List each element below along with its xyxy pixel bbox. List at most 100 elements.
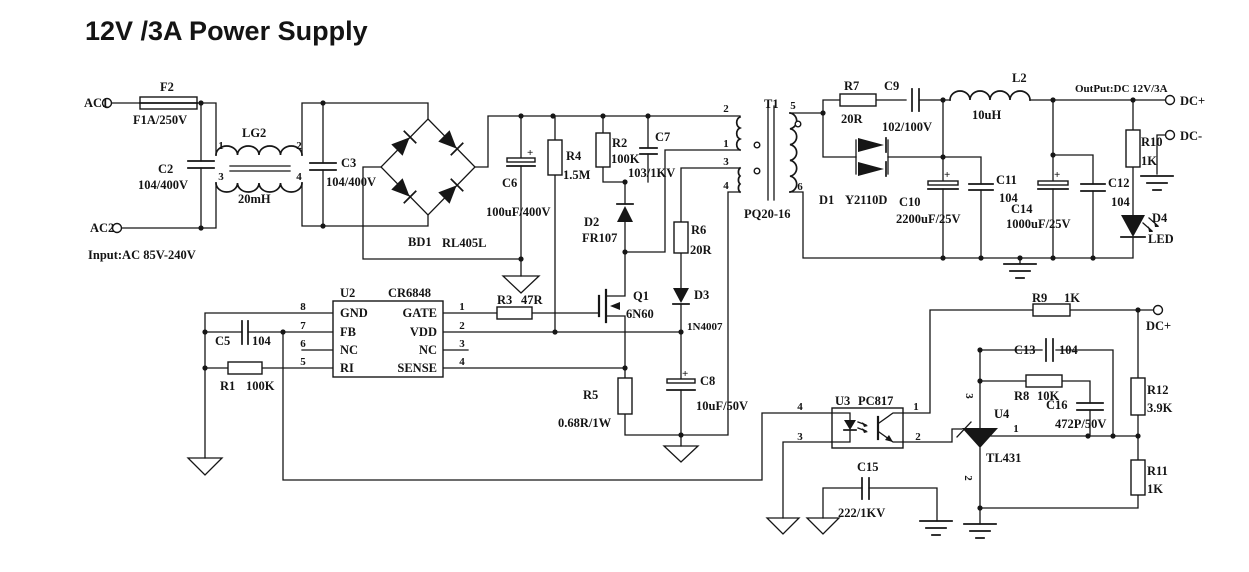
c9-ref: C9 [884, 79, 899, 93]
u2-pin-nc-left: NC [340, 343, 358, 357]
u2-num-3: 3 [459, 338, 465, 350]
ic-u2-cr6848: U2 CR6848 GND FB NC RI GATE VDD NC SENSE… [300, 286, 465, 378]
capacitor-c12: C12 104 [1080, 176, 1131, 209]
u3-ref: U3 [835, 394, 850, 408]
transformer-t1: T1 PQ20-16 2 1 3 4 5 6 [723, 97, 803, 221]
c3-ref: C3 [341, 156, 356, 170]
c9-val: 102/100V [882, 120, 932, 134]
d1-val: Y2110D [845, 193, 887, 207]
r9-val: 1K [1064, 291, 1080, 305]
f2-ref: F2 [160, 80, 174, 94]
t1-pin3: 3 [723, 156, 729, 168]
u2-num-7: 7 [300, 320, 306, 332]
capacitor-c13: C13 104 [1014, 338, 1079, 362]
d3-val: 1N4007 [687, 321, 723, 333]
resistor-r9: R9 1K [1032, 291, 1080, 317]
c8-ref: C8 [700, 374, 715, 388]
f2-val: F1A/250V [133, 113, 187, 127]
c6-plus: + [527, 147, 533, 159]
c5-ref: C5 [215, 334, 230, 348]
c8-plus: + [682, 368, 688, 380]
c2-ref: C2 [158, 162, 173, 176]
d4-val: LED [1148, 232, 1174, 246]
c12-val: 104 [1111, 195, 1131, 209]
c13-ref: C13 [1014, 343, 1036, 357]
dc-plus-fb-label: DC+ [1146, 319, 1171, 333]
r7-val: 20R [841, 112, 864, 126]
resistor-r12: R12 3.9K [1130, 377, 1173, 416]
c7-ref: C7 [655, 130, 670, 144]
diode-d3: D3 1N4007 [672, 288, 723, 333]
c15-ref: C15 [857, 460, 879, 474]
u2-pin-nc-right: NC [419, 343, 437, 357]
capacitor-c15: C15 222/1KV [838, 460, 885, 520]
u4-num-2: 2 [962, 475, 974, 481]
capacitor-c14: + C14 1000uF/25V [1006, 169, 1071, 231]
q1-val: 6N60 [626, 307, 654, 321]
u2-num-4: 4 [459, 356, 465, 368]
resistor-r1: R1 100K [220, 361, 275, 393]
wiring [111, 99, 1166, 525]
q1-ref: Q1 [633, 289, 649, 303]
u2-ref: U2 [340, 286, 355, 300]
resistor-r2: R2 100K [595, 132, 640, 168]
l2-val: 10uH [972, 108, 1001, 122]
inductor-l2: L2 10uH [949, 71, 1031, 122]
resistor-r6: R6 20R [673, 221, 713, 257]
capacitor-c10: + C10 2200uF/25V [896, 169, 961, 226]
c14-plus: + [1054, 169, 1060, 181]
c8-val: 10uF/50V [696, 399, 748, 413]
c16-val: 472P/50V [1055, 417, 1106, 431]
r1-val: 100K [246, 379, 275, 393]
resistor-r3: R3 47R [496, 293, 544, 320]
u2-num-5: 5 [300, 356, 306, 368]
t1-pin4: 4 [723, 180, 729, 192]
lg2-pin2: 2 [296, 140, 302, 152]
capacitor-c11: C11 104 [968, 173, 1019, 205]
r12-ref: R12 [1147, 383, 1169, 397]
led-d4: D4 LED [1120, 211, 1174, 246]
r1-ref: R1 [220, 379, 235, 393]
terminal-ac1: AC1 [84, 96, 113, 110]
c10-plus: + [944, 169, 950, 181]
shunt-regulator-u4-tl431: U4 TL431 3 2 1 [956, 393, 1021, 481]
r4-val: 1.5M [563, 168, 591, 182]
u2-num-6: 6 [300, 338, 306, 350]
u3-val: PC817 [858, 394, 893, 408]
c6-ref: C6 [502, 176, 517, 190]
resistor-r5: R5 0.68R/1W [558, 377, 633, 430]
ground-symbols [186, 175, 1174, 539]
resistor-r4: R4 1.5M [547, 139, 591, 182]
u2-pin-sense: SENSE [397, 361, 437, 375]
terminal-ac2: AC2 [90, 221, 123, 235]
capacitor-c6: + C6 100uF/400V [486, 147, 551, 219]
u2-num-8: 8 [300, 301, 306, 313]
r2-val: 100K [611, 152, 640, 166]
dc-plus-label: DC+ [1180, 94, 1205, 108]
r11-val: 1K [1147, 482, 1163, 496]
optocoupler-u3-pc817: U3 PC817 4 3 1 2 [797, 394, 921, 449]
r2-ref: R2 [612, 136, 627, 150]
c14-ref: C14 [1011, 202, 1033, 216]
bd1-val: RL405L [442, 236, 486, 250]
u2-pin-ri: RI [340, 361, 354, 375]
lg2-pin4: 4 [296, 171, 302, 183]
ac1-label: AC1 [84, 96, 108, 110]
t1-pin5: 5 [790, 100, 796, 112]
t1-pin6: 6 [797, 181, 803, 193]
bridge-rectifier-bd1: BD1 RL405L [380, 118, 486, 250]
u2-pin-gate: GATE [403, 306, 438, 320]
resistor-r10: R10 1K [1125, 129, 1163, 168]
capacitor-c16: C16 472P/50V [1046, 398, 1106, 431]
u3-num-1: 1 [913, 401, 919, 413]
c3-val: 104/400V [326, 175, 376, 189]
r11-ref: R11 [1147, 464, 1168, 478]
output-note: OutPut:DC 12V/3A [1075, 83, 1168, 95]
c7-val: 103/1KV [628, 166, 675, 180]
u4-num-1: 1 [1013, 423, 1019, 435]
r8-val: 10K [1037, 389, 1060, 403]
lg2-ref: LG2 [242, 126, 266, 140]
c10-ref: C10 [899, 195, 921, 209]
